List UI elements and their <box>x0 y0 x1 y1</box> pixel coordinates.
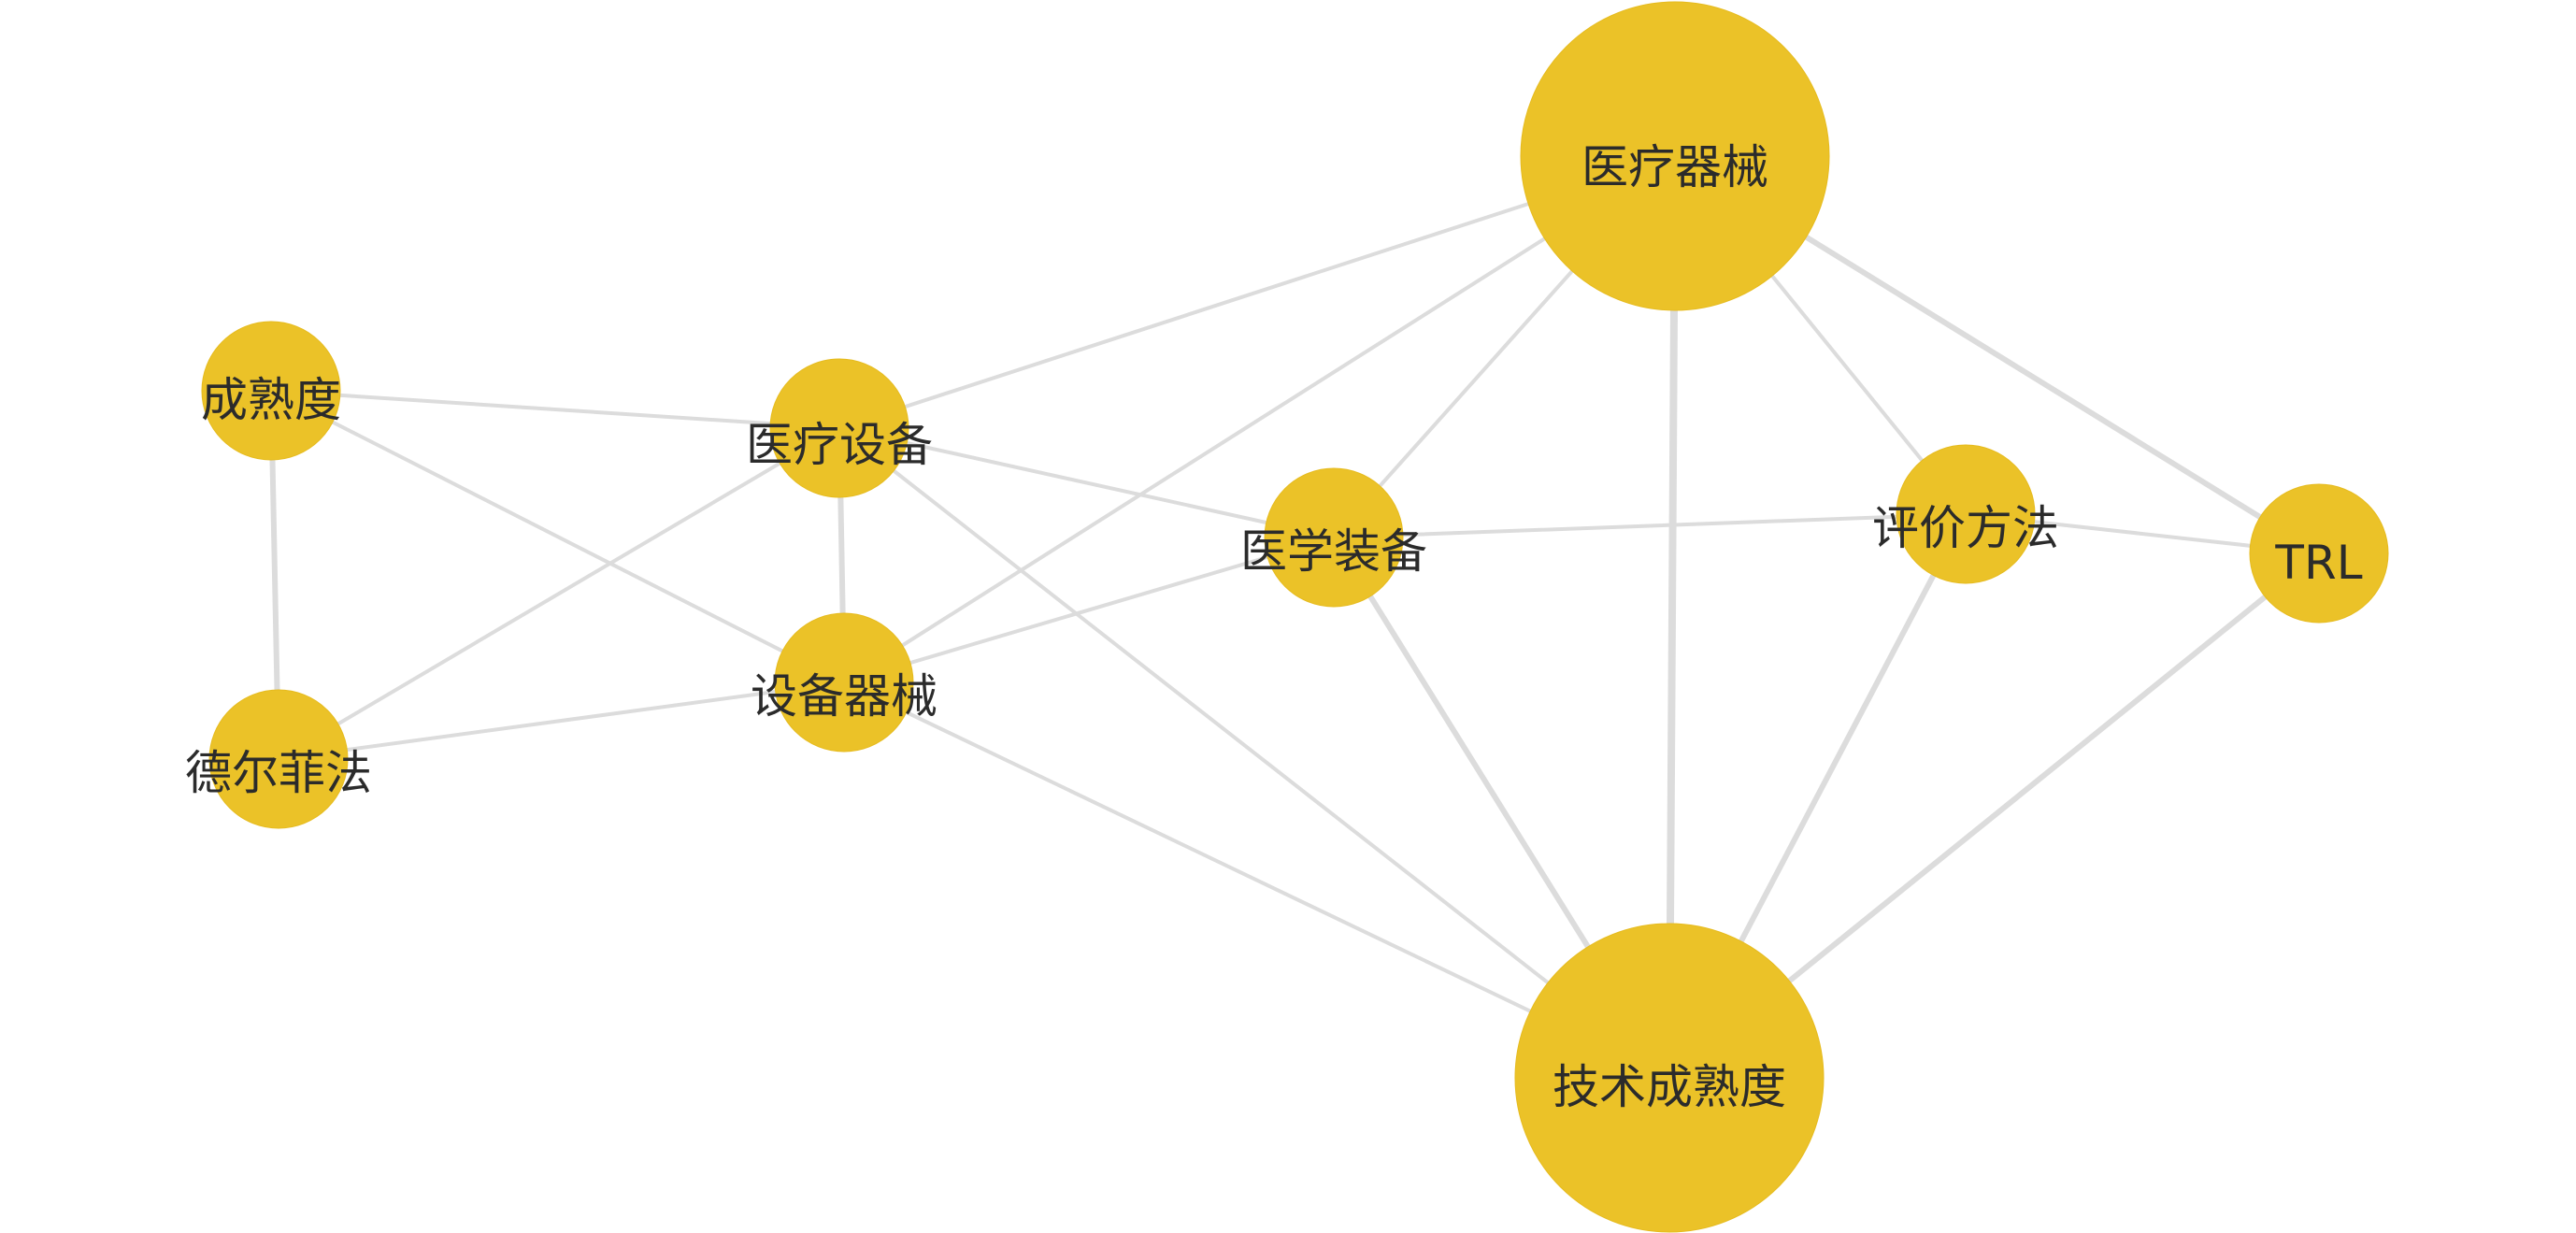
node-jishu_chengshudu[interactable]: 技术成熟度 <box>1514 923 1825 1233</box>
edges-layer <box>268 152 2322 1082</box>
node-circle-shebei_qixie[interactable] <box>774 612 914 753</box>
node-label-yiliao_qixie: 医疗器械 <box>1581 140 1768 194</box>
edge-yiliao_shebei-chengshudu <box>269 389 841 430</box>
node-label-yiliao_shebei: 医疗设备 <box>746 418 933 472</box>
edge-shebei_qixie-deerfei_fa <box>277 681 846 761</box>
node-label-trl: TRL <box>2274 536 2362 590</box>
node-circle-chengshudu[interactable] <box>201 321 341 461</box>
node-label-chengshudu: 成熟度 <box>201 373 341 427</box>
node-circle-pingjia_fangfa[interactable] <box>1896 444 2036 584</box>
edge-jishu_chengshudu-yiliao_shebei <box>837 426 1671 1080</box>
edge-pingjia_fangfa-yixue_zhuangbei <box>1332 512 1968 539</box>
node-label-deerfei_fa: 德尔菲法 <box>185 746 372 800</box>
node-shebei_qixie[interactable]: 设备器械 <box>751 612 937 753</box>
edge-yiliao_shebei-deerfei_fa <box>277 426 841 761</box>
node-pingjia_fangfa[interactable]: 评价方法 <box>1872 444 2059 584</box>
node-circle-deerfei_fa[interactable] <box>208 689 349 829</box>
node-yiliao_qixie[interactable]: 医疗器械 <box>1520 1 1830 311</box>
node-chengshudu[interactable]: 成熟度 <box>201 321 341 461</box>
edge-shebei_qixie-chengshudu <box>269 389 846 684</box>
node-label-pingjia_fangfa: 评价方法 <box>1872 501 2059 555</box>
edge-yiliao_qixie-shebei_qixie <box>842 154 1677 684</box>
node-trl[interactable]: TRL <box>2249 483 2389 624</box>
node-circle-jishu_chengshudu[interactable] <box>1514 923 1825 1233</box>
node-label-shebei_qixie: 设备器械 <box>751 669 937 724</box>
node-label-jishu_chengshudu: 技术成熟度 <box>1553 1060 1786 1114</box>
edge-yixue_zhuangbei-yiliao_shebei <box>837 426 1336 539</box>
node-deerfei_fa[interactable]: 德尔菲法 <box>185 689 372 829</box>
edge-yixue_zhuangbei-shebei_qixie <box>842 536 1336 684</box>
node-yixue_zhuangbei[interactable]: 医学装备 <box>1240 467 1427 608</box>
node-yiliao_shebei[interactable]: 医疗设备 <box>746 358 933 498</box>
node-circle-yiliao_shebei[interactable] <box>769 358 909 498</box>
node-circle-yiliao_qixie[interactable] <box>1520 1 1830 311</box>
node-label-yixue_zhuangbei: 医学装备 <box>1240 524 1427 579</box>
node-circle-yixue_zhuangbei[interactable] <box>1264 467 1404 608</box>
node-circle-trl[interactable] <box>2249 483 2389 624</box>
